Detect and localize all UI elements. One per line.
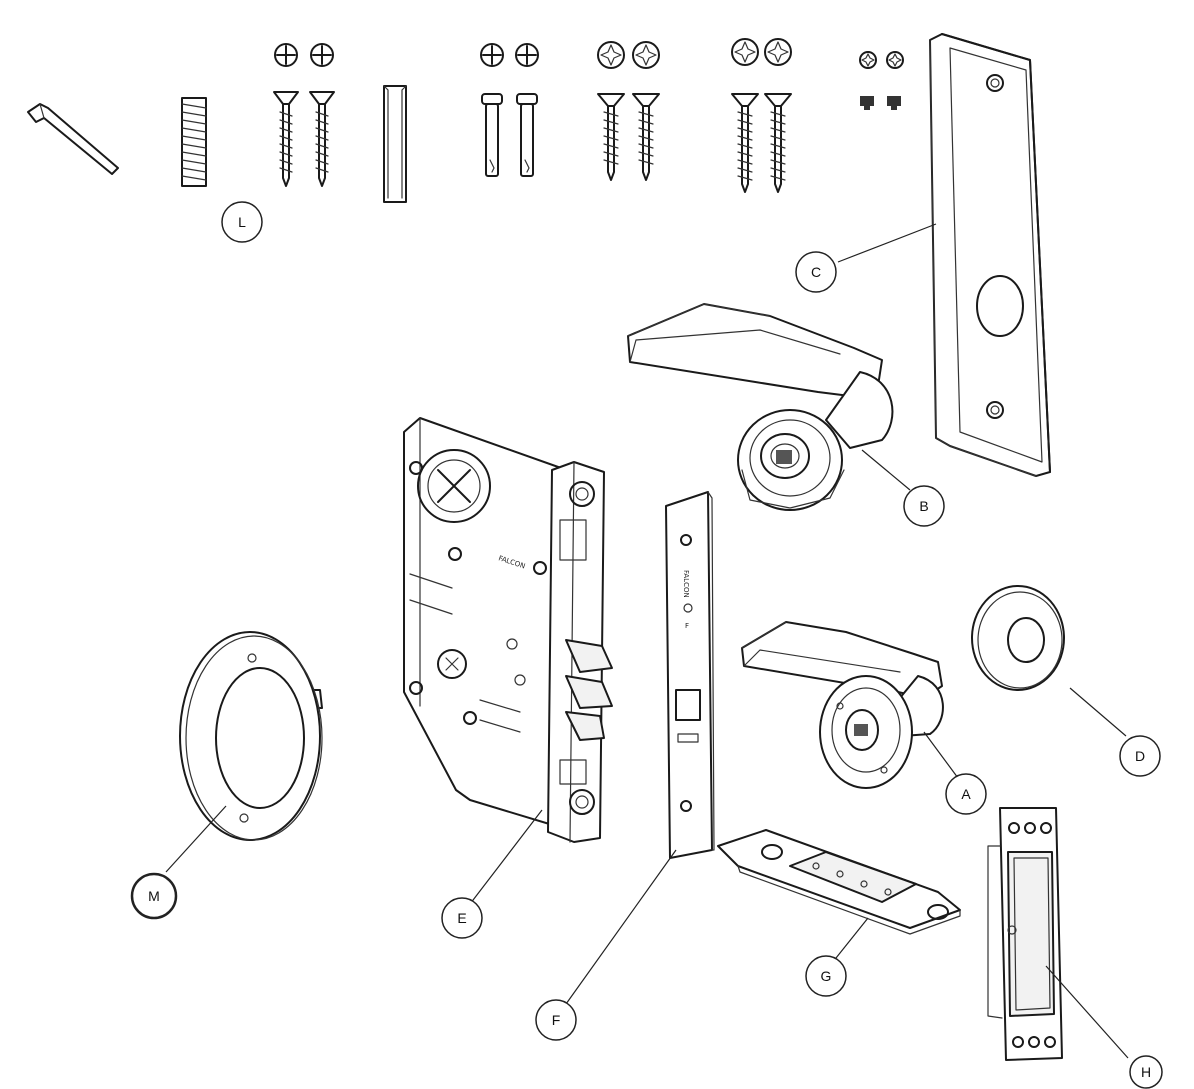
callout-l: L [221,201,263,243]
callout-a: A [945,773,987,815]
svg-text:H: H [1141,1064,1151,1080]
part-b-outside-lever [627,303,894,511]
combo-head-icon [731,38,792,66]
svg-text:F: F [552,1012,561,1028]
part-m-spacer-ring [179,631,323,841]
part-c-trim-plate [929,33,1051,477]
callout-b: B [903,485,945,527]
svg-text:G: G [821,968,832,984]
callout-e: E [441,897,483,939]
part-d-rose [971,585,1065,691]
spindle-icon [383,85,407,203]
svg-text:D: D [1135,748,1145,764]
phillips-head-icon [480,43,539,67]
leader-lines [165,223,1129,1059]
part-a-inside-lever [741,621,944,789]
combo-head-icon [597,41,660,69]
spring-icon [181,97,207,187]
wood-screw-icon [273,91,335,187]
svg-text:A: A [961,786,971,802]
callout-d: D [1119,735,1161,777]
set-screw-icon [860,96,901,110]
combo-head-icon [859,51,904,69]
sex-bolt-icon [481,93,538,177]
faceplate-letter: F [685,622,689,630]
faceplate-brand: FALCON [682,570,690,598]
callout-m: M [130,872,178,920]
part-e-mortise-lock-body: FALCON [403,417,613,843]
svg-text:B: B [919,498,928,514]
part-h-strike-box [987,807,1063,1061]
callout-h: H [1129,1055,1163,1089]
long-screw-icon [731,93,792,193]
machine-screw-icon [597,93,660,181]
phillips-head-icon [274,43,334,67]
svg-text:E: E [457,910,466,926]
callout-f: F [535,999,577,1041]
callout-g: G [805,955,847,997]
part-g-strike [717,829,961,935]
svg-text:L: L [238,214,246,230]
callout-c: C [795,251,837,293]
svg-text:M: M [148,888,160,904]
hex-key-icon [27,103,119,175]
svg-text:C: C [811,264,821,280]
part-f-armor-front: FALCON F [665,491,715,859]
